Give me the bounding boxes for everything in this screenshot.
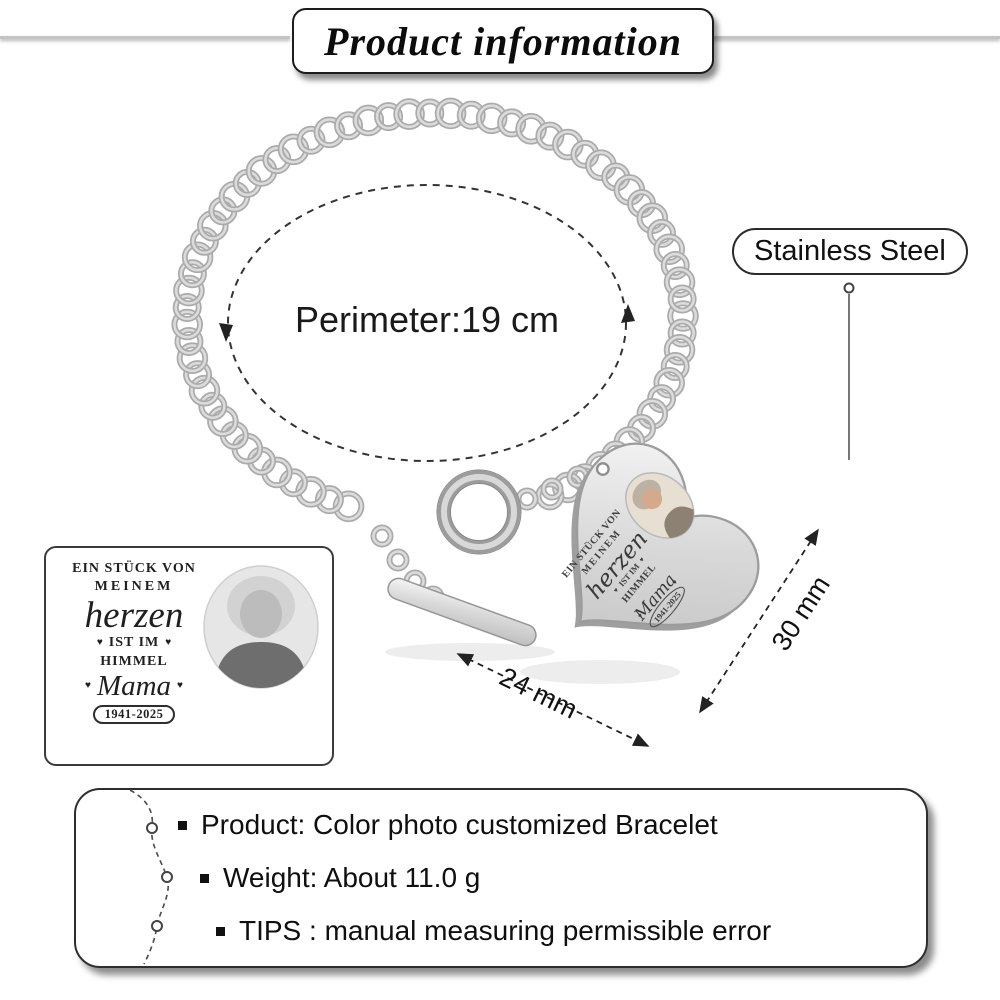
header-line-right	[712, 36, 1000, 39]
card-line6: Mama	[96, 669, 172, 702]
card-line5: HIMMEL	[100, 653, 168, 669]
engraving-text: EIN STÜCK VON MEINEM herzen ♥ IST IM ♥ H…	[54, 560, 214, 725]
tbar-shadow	[385, 643, 555, 661]
info-row-weight: Weight: About 11.0 g	[200, 862, 926, 894]
toggle-bar	[387, 577, 537, 647]
memorial-photo-color	[625, 472, 702, 546]
header-line-left	[0, 36, 290, 39]
memorial-photo-bw	[203, 565, 319, 689]
perimeter-ellipse	[219, 184, 635, 462]
chain-doodle	[129, 789, 173, 965]
page-title: Product information	[324, 18, 682, 64]
info-row-tips: TIPS : manual measuring permissible erro…	[216, 915, 926, 947]
toggle-clasp	[387, 469, 537, 647]
charm-heart-mama-right-icon: ♥	[671, 579, 679, 587]
card-line1: EIN STÜCK VON	[72, 561, 196, 576]
material-leader-line	[843, 282, 855, 460]
width-arrow	[456, 653, 650, 747]
card-line3: herzen	[84, 595, 184, 637]
info-row-product: Product: Color photo customized Bracelet	[178, 809, 926, 841]
bullet-icon	[200, 873, 209, 883]
page-title-box: Product information	[292, 8, 714, 74]
card-heart-right-icon: ♥	[165, 637, 172, 649]
perimeter-arrow-right-icon	[621, 304, 635, 323]
info-product-text: Product: Color photo customized Bracelet	[201, 809, 718, 840]
bullet-icon	[216, 926, 225, 936]
info-weight-text: Weight: About 11.0 g	[223, 862, 481, 893]
height-arrow	[699, 528, 819, 714]
chain-links	[171, 97, 699, 609]
card-heart-mama-right-icon: ♥	[177, 679, 183, 691]
engraving-preview-card: EIN STÜCK VON MEINEM herzen ♥ IST IM ♥ H…	[44, 546, 334, 766]
perimeter-arrow-left-icon	[219, 323, 233, 342]
product-info-box: Product: Color photo customized Bracelet…	[74, 788, 928, 968]
charm-heart-right-icon: ♥	[638, 556, 646, 564]
bullet-icon	[178, 820, 187, 830]
info-tips-text: TIPS : manual measuring permissible erro…	[239, 915, 772, 946]
perimeter-label: Perimeter:19 cm	[294, 299, 560, 340]
card-line2: MEINEM	[94, 579, 174, 595]
card-line4: IST IM	[108, 635, 160, 651]
charm-heart-mama-left-icon: ♥	[637, 612, 645, 620]
material-badge: Stainless Steel	[732, 228, 968, 275]
charm-heart-left-icon: ♥	[613, 587, 621, 595]
charm-hole	[595, 462, 610, 476]
heart-charm: EIN STÜCK VON MEINEM herzen ♥ IST IM ♥ H…	[559, 442, 760, 631]
card-heart-left-icon: ♥	[96, 637, 103, 649]
card-dates: 1941-2025	[92, 705, 176, 725]
card-heart-mama-left-icon: ♥	[85, 679, 91, 691]
